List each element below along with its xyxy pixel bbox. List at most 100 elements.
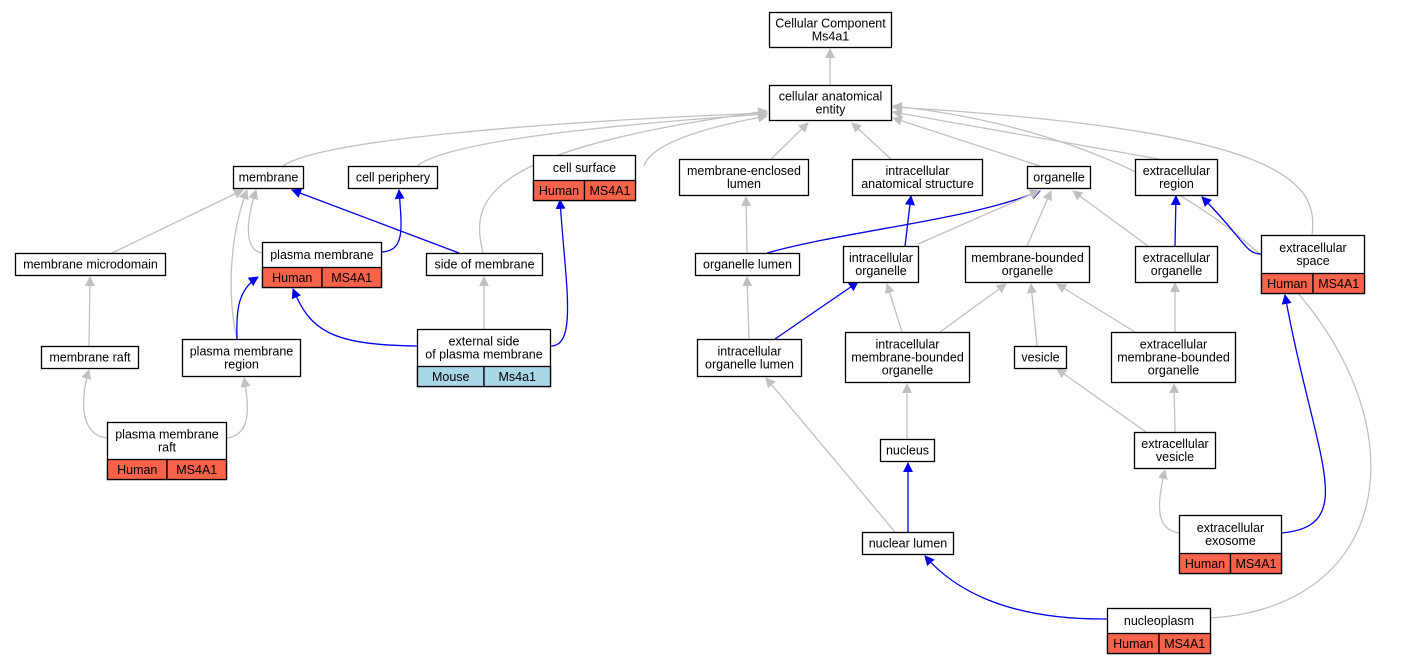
- edge-nucleoplasm-to-nuclear-lumen: [924, 555, 1108, 620]
- edge-cell-surface-to-cellular-anatomical-entity: [643, 112, 768, 167]
- node-nuclear-lumen[interactable]: nuclear lumen: [861, 531, 955, 556]
- edge-organelle-to-cellular-anatomical-entity: [892, 116, 1041, 167]
- node-label-line: plasma membrane: [270, 248, 374, 262]
- node-label-line: space: [1296, 254, 1329, 268]
- node-label-line: region: [1159, 177, 1194, 191]
- node-label-line: extracellular: [1141, 437, 1208, 451]
- gene-symbol-label: MS4A1: [590, 184, 631, 198]
- node-membrane-raft[interactable]: membrane raft: [40, 345, 140, 370]
- edge-intracellular-organelle-to-organelle: [917, 190, 1040, 245]
- node-label-line: extracellular: [1197, 521, 1264, 535]
- species-label: Human: [117, 463, 157, 477]
- species-label: Human: [1113, 637, 1153, 651]
- edge-side-of-membrane-to-membrane: [291, 188, 460, 254]
- edge-plasma-membrane-to-cell-periphery: [381, 189, 405, 253]
- species-cell: Human: [1260, 272, 1314, 295]
- gene-symbol-label: MS4A1: [176, 463, 217, 477]
- species-label: Mouse: [432, 370, 470, 384]
- edge-membrane-raft-to-membrane-microdomain: [84, 276, 95, 347]
- edge-cell-periphery-to-cellular-anatomical-entity: [416, 109, 768, 167]
- node-label-line: cell surface: [553, 161, 616, 175]
- node-vesicle[interactable]: vesicle: [1013, 345, 1068, 370]
- node-membrane[interactable]: membrane: [232, 165, 305, 190]
- node-organelle-lumen[interactable]: organelle lumen: [694, 252, 801, 277]
- edge-intracellular-membrane-bounded-organelle-to-membrane-bounded-organelle: [939, 283, 1007, 333]
- edge-side-of-membrane-to-cellular-anatomical-entity: [478, 107, 768, 254]
- edge-extracellular-organelle-to-organelle: [1072, 190, 1149, 247]
- node-label-line: membrane-bounded: [971, 251, 1084, 265]
- edge-membrane-to-cellular-anatomical-entity: [282, 108, 768, 167]
- gene-symbol-label: MS4A1: [1164, 637, 1205, 651]
- node-nucleus[interactable]: nucleus: [879, 438, 936, 463]
- species-label: Human: [1185, 557, 1225, 571]
- gene-symbol-label: MS4A1: [1236, 557, 1277, 571]
- edge-extracellular-exosome-to-extracellular-vesicle: [1157, 469, 1180, 534]
- node-organelle[interactable]: organelle: [1026, 165, 1092, 190]
- species-cell: Human: [532, 179, 586, 202]
- node-label-line: membrane raft: [49, 351, 131, 365]
- edge-extracellular-organelle-to-extracellular-region: [1170, 195, 1181, 247]
- node-cell-periphery[interactable]: cell periphery: [347, 165, 439, 190]
- species-label: Human: [272, 271, 312, 285]
- node-side-of-membrane[interactable]: side of membrane: [425, 252, 544, 277]
- node-label-line: plasma membrane: [190, 345, 294, 359]
- node-label-line: cell periphery: [356, 171, 431, 185]
- node-label-line: membrane-bounded: [851, 351, 964, 365]
- node-label-line: extracellular: [1143, 251, 1210, 265]
- edge-membrane-microdomain-to-membrane: [111, 189, 244, 254]
- edge-extracellular-exosome-to-extracellular-space: [1281, 294, 1327, 534]
- node-label-line: extracellular: [1140, 338, 1207, 352]
- node-label-line: extracellular: [1279, 241, 1346, 255]
- node-label-line: of plasma membrane: [425, 348, 542, 362]
- node-label-line: region: [224, 358, 259, 372]
- node-label-line: organelle lumen: [705, 358, 794, 372]
- species-cell: Mouse: [416, 365, 485, 388]
- node-label-line: exosome: [1205, 534, 1256, 548]
- edge-intracellular-membrane-bounded-organelle-to-intracellular-organelle: [884, 283, 903, 333]
- node-membrane-microdomain[interactable]: membrane microdomain: [14, 252, 167, 277]
- edge-intracellular-organelle-lumen-to-organelle-lumen: [742, 276, 753, 340]
- edge-nuclear-lumen-to-intracellular-organelle-lumen: [765, 377, 896, 533]
- edge-extracellular-membrane-bounded-organelle-to-membrane-bounded-organelle: [1056, 283, 1136, 333]
- node-label-line: Ms4a1: [812, 30, 850, 44]
- species-label: Human: [539, 184, 579, 198]
- node-label-line: side of membrane: [434, 258, 534, 272]
- edge-plasma-membrane-raft-to-membrane-raft: [81, 369, 108, 439]
- node-label-line: membrane-bounded: [1117, 351, 1230, 365]
- node-label-line: intracellular: [849, 251, 913, 265]
- node-label-line: membrane microdomain: [23, 258, 158, 272]
- edge-external-side-of-plasma-membrane-to-cell-surface: [550, 199, 569, 347]
- edge-extracellular-vesicle-to-vesicle: [1056, 368, 1147, 433]
- node-label-line: membrane: [239, 171, 299, 185]
- gene-symbol-label: MS4A1: [1318, 277, 1359, 291]
- edges: [81, 48, 1372, 620]
- species-cell: Human: [1178, 552, 1232, 575]
- species-label: Human: [1267, 277, 1307, 291]
- node-label-line: nucleus: [886, 444, 929, 458]
- edge-intracellular-anatomical-structure-to-cellular-anatomical-entity: [851, 122, 892, 160]
- node-label-line: organelle: [1002, 264, 1053, 278]
- node-label-line: lumen: [727, 177, 761, 191]
- node-label-line: nucleoplasm: [1124, 614, 1194, 628]
